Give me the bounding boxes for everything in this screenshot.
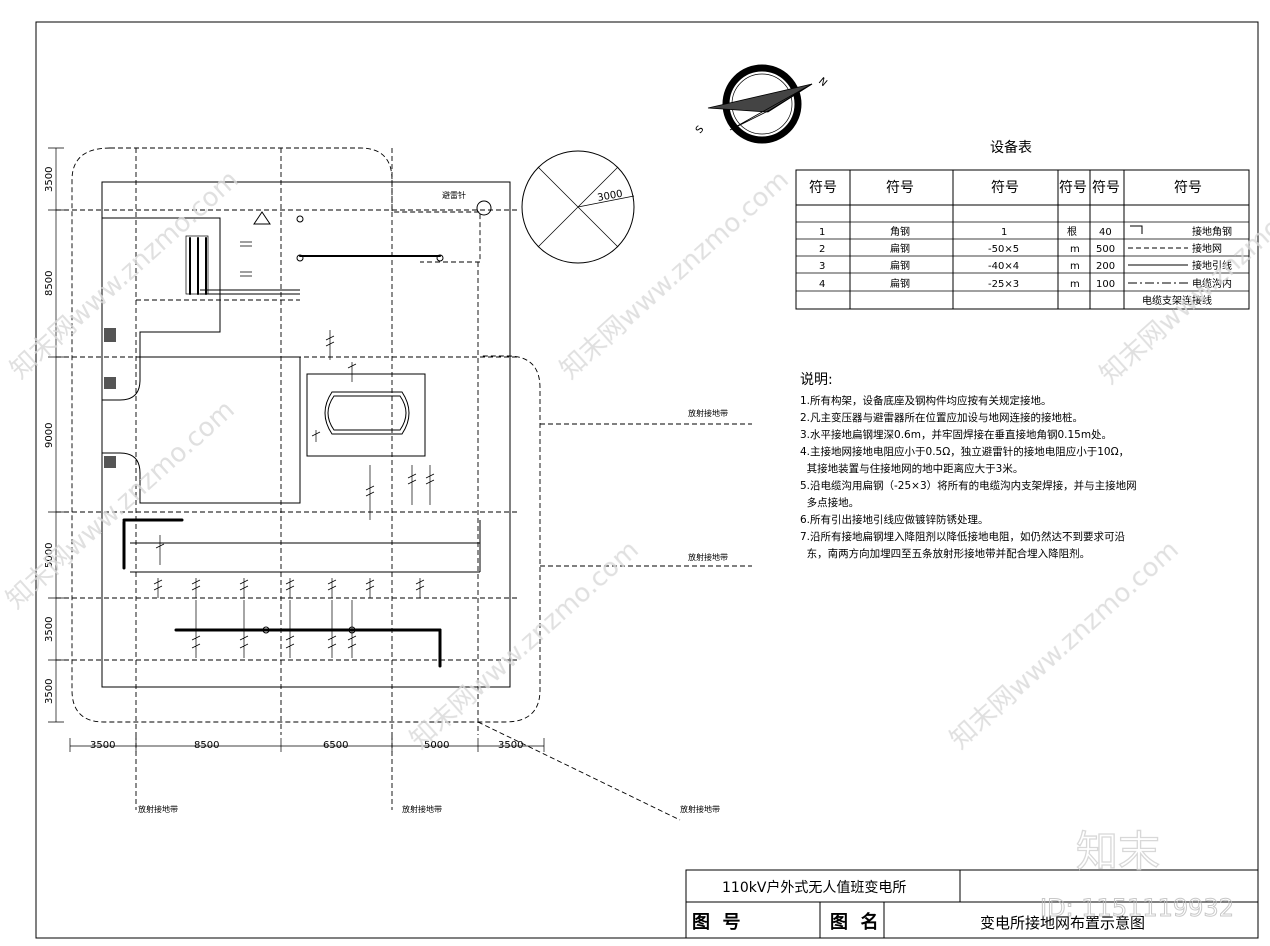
table-header-1: 符号 [809, 180, 837, 196]
row1-no: 1 [819, 227, 825, 238]
cable-trench [122, 518, 481, 668]
dim-bottom-1: 3500 [90, 740, 115, 751]
row1-name: 角钢 [890, 225, 910, 238]
row4-no: 4 [819, 279, 825, 290]
dim-bottom-3: 6500 [323, 740, 348, 751]
note-line-7: 多点接地。 [800, 496, 859, 509]
note-line-3: 3.水平接地扁钢埋深0.6m，并牢固焊接在垂直接地角钢0.15m处。 [800, 428, 1112, 441]
drawing-border [35, 21, 1259, 939]
row4-qty: 100 [1096, 279, 1115, 290]
watermark-4: 知末网www.znzmo.com [555, 165, 795, 385]
table-header-3: 符号 [991, 180, 1019, 196]
site-plan: 避雷针 3000 [44, 147, 752, 821]
lightning-rod-icon [476, 200, 492, 216]
equipment-table-title: 设备表 [990, 139, 1032, 156]
radial-label-southeast: 放射接地带 [680, 804, 720, 814]
note-line-5: 其接地装置与住接地网的地中距离应大于3米。 [800, 462, 1023, 475]
note-line-6: 5.沿电缆沟用扁钢（-25×3）将所有的电缆沟内支架焊接，并与主接地网 [800, 479, 1137, 492]
dim-bottom-5: 3500 [498, 740, 523, 751]
transformer-pad [306, 373, 426, 457]
note-line-2: 2.凡主变压器与避雷器所在位置应加设与地网连接的接地桩。 [800, 411, 1083, 424]
cable-box-1 [104, 328, 116, 342]
outer-ground-loop [71, 147, 541, 723]
watermark-brand: 知末 [1076, 827, 1160, 876]
project-name: 110kV户外式无人值班变电所 [722, 879, 906, 896]
warning-triangle-icon [253, 211, 271, 225]
equipment-table: 设备表 符号 符号 符号 符号 符号 符号 1 角钢 1 根 40 接地角钢 2… [795, 139, 1250, 310]
drawing-no-label: 图 号 [692, 912, 741, 933]
ground-rods [153, 241, 435, 658]
note-line-1: 1.所有构架，设备底座及钢构件均应按有关规定接地。 [800, 394, 1052, 407]
radial-ground-strips: 放射接地带 放射接地带 放射接地带 放射接地带 放射接地带 [135, 408, 752, 821]
north-arrow-icon: N S [694, 64, 829, 144]
row3-no: 3 [819, 261, 825, 272]
dim-left-1: 3500 [44, 167, 55, 192]
protection-circle [521, 150, 635, 264]
transformer-tank [324, 391, 410, 435]
row4-spec: -25×3 [988, 279, 1019, 290]
compass-south-label: S [694, 124, 707, 136]
dim-bottom-4: 5000 [424, 740, 449, 751]
radial-label-south-2: 放射接地带 [402, 804, 442, 814]
protection-radius: 3000 [597, 189, 624, 204]
watermark-1: 知末网www.znzmo.com [5, 165, 245, 385]
row2-unit: m [1070, 244, 1080, 255]
drawing-name-label: 图 名 [830, 911, 879, 933]
row2-name: 扁钢 [890, 242, 910, 255]
note-line-8: 6.所有引出接地引线应做镀锌防锈处理。 [800, 513, 989, 526]
station-fence [101, 181, 511, 688]
watermark-2: 知末网www.znzmo.com [1, 395, 241, 615]
radial-label-east-1: 放射接地带 [688, 408, 728, 418]
dimensions-bottom: 3500 8500 6500 5000 3500 [69, 738, 545, 752]
row1-unit: 根 [1067, 225, 1077, 238]
dim-left-3: 9000 [44, 423, 55, 448]
dim-left-5: 3500 [44, 617, 55, 642]
row2-spec: -50×5 [988, 244, 1019, 255]
radial-label-east-2: 放射接地带 [688, 552, 728, 562]
notes-title: 说明: [800, 372, 833, 388]
table-header-4: 符号 [1059, 180, 1087, 196]
row3-spec: -40×4 [988, 261, 1019, 272]
watermark-6: 知末网www.znzmo.com [1095, 170, 1270, 390]
row3-legend: 接地引线 [1192, 259, 1232, 272]
dim-bottom-2: 8500 [194, 740, 219, 751]
note-line-9: 7.沿所有接地扁钢埋入降阻剂以降低接地电阻，如仍然达不到要求可沿 [800, 530, 1125, 543]
row3-unit: m [1070, 261, 1080, 272]
row4-legend: 电缆沟内 [1192, 277, 1232, 290]
table-header-2: 符号 [886, 180, 914, 196]
cable-box-2 [104, 377, 116, 389]
ground-point-icon [296, 215, 304, 223]
drawing-name: 变电所接地网布置示意图 [980, 914, 1145, 932]
cable-box-3 [104, 456, 116, 468]
row4-name: 扁钢 [890, 277, 910, 290]
dim-left-2: 8500 [44, 271, 55, 296]
dim-left-4: 5000 [44, 543, 55, 568]
note-line-4: 4.主接地网接地电阻应小于0.5Ω，独立避雷针的接地电阻应小于10Ω， [800, 445, 1129, 458]
row2-no: 2 [819, 244, 825, 255]
table-footer-legend: 电缆支架连接线 [1142, 294, 1212, 307]
watermark-id: ID: 1151119932 [1040, 894, 1234, 922]
lightning-rod-label: 避雷针 [442, 190, 466, 200]
row4-unit: m [1070, 279, 1080, 290]
watermark-5: 知末网www.znzmo.com [945, 535, 1185, 755]
dim-left-6: 3500 [44, 679, 55, 704]
row3-name: 扁钢 [890, 259, 910, 272]
note-line-10: 东，南两方向加埋四至五条放射形接地带并配合埋入降阻剂。 [800, 547, 1090, 560]
main-building [102, 217, 221, 401]
radial-label-south-1: 放射接地带 [138, 804, 178, 814]
row3-qty: 200 [1096, 261, 1115, 272]
title-block: 110kV户外式无人值班变电所 图 号 图 名 变电所接地网布置示意图 [685, 869, 1259, 939]
row1-legend: 接地角钢 [1192, 225, 1232, 238]
table-header-6: 符号 [1174, 180, 1202, 196]
row1-qty: 40 [1099, 227, 1112, 238]
switchgear-room [102, 356, 301, 504]
compass-north-label: N [816, 76, 829, 89]
design-notes: 说明: 1.所有构架，设备底座及钢构件均应按有关规定接地。 2.凡主变压器与避雷… [800, 372, 1137, 560]
row1-spec: 1 [1001, 227, 1007, 238]
row2-legend: 接地网 [1192, 242, 1222, 255]
row2-qty: 500 [1096, 244, 1115, 255]
dimensions-left: 3500 8500 9000 5000 3500 3500 [44, 147, 64, 723]
table-header-5: 符号 [1092, 180, 1120, 196]
